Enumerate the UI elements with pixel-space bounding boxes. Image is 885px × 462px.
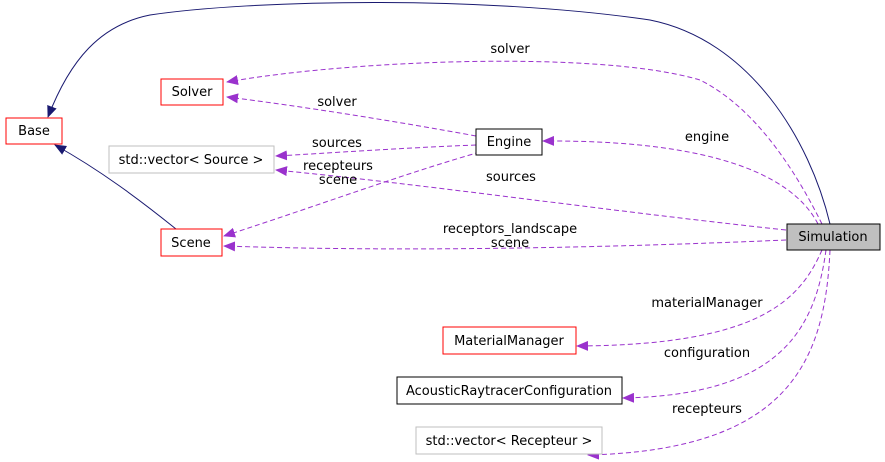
node-label: MaterialManager xyxy=(454,334,564,349)
edge-path xyxy=(542,135,819,225)
edge-base-scene xyxy=(54,144,177,230)
edge-solver-simulation: solver xyxy=(226,42,823,225)
node-engine[interactable]: Engine xyxy=(475,128,543,156)
edge-label: materialManager xyxy=(651,296,763,311)
edge-label: recepteurs xyxy=(672,402,742,417)
edge-path xyxy=(587,249,831,460)
node-label: AcousticRaytracerConfiguration xyxy=(406,384,612,399)
node-solver[interactable]: Solver xyxy=(160,78,224,106)
node-label: Scene xyxy=(171,236,211,251)
edge-path xyxy=(275,166,787,231)
node-label: Engine xyxy=(487,135,532,150)
edge-label: sources xyxy=(312,136,362,151)
edge-label: engine xyxy=(685,130,729,145)
node-label: std::vector< Recepteur > xyxy=(426,434,593,449)
node-label: Simulation xyxy=(798,230,867,245)
node-label: Solver xyxy=(172,85,214,100)
edge-path xyxy=(275,144,477,161)
edge-path xyxy=(47,2,831,225)
edge-label: sources xyxy=(486,170,536,185)
edge-config-simulation: configuration xyxy=(622,249,827,403)
edge-path xyxy=(54,144,177,230)
edge-label: configuration xyxy=(664,346,750,361)
node-vector-source[interactable]: std::vector< Source > xyxy=(108,145,275,174)
node-label: Base xyxy=(18,124,50,139)
node-label: std::vector< Source > xyxy=(119,153,264,168)
edge-label: solver xyxy=(490,42,530,57)
node-base[interactable]: Base xyxy=(5,117,63,145)
edge-path xyxy=(223,151,481,238)
edge-vrecep-simulation: recepteurs xyxy=(587,249,831,460)
node-simulation[interactable]: Simulation xyxy=(786,223,881,251)
edge-vsource-engine: sources xyxy=(275,136,477,161)
edge-path xyxy=(622,249,827,403)
edge-base-simulation xyxy=(47,2,831,225)
edge-engine-simulation: engine xyxy=(542,130,819,225)
edge-matmgr-simulation: materialManager xyxy=(576,249,823,351)
edge-solver-engine: solver xyxy=(226,93,477,137)
node-acoustic-config[interactable]: AcousticRaytracerConfiguration xyxy=(396,376,623,405)
node-vector-recepteur[interactable]: std::vector< Recepteur > xyxy=(415,426,603,455)
edge-path xyxy=(223,239,787,252)
node-scene[interactable]: Scene xyxy=(160,228,223,257)
edge-label: solver xyxy=(317,95,357,110)
edge-path xyxy=(226,60,823,225)
edge-vsource-simulation: sources xyxy=(275,166,787,231)
node-material-manager[interactable]: MaterialManager xyxy=(442,326,577,355)
